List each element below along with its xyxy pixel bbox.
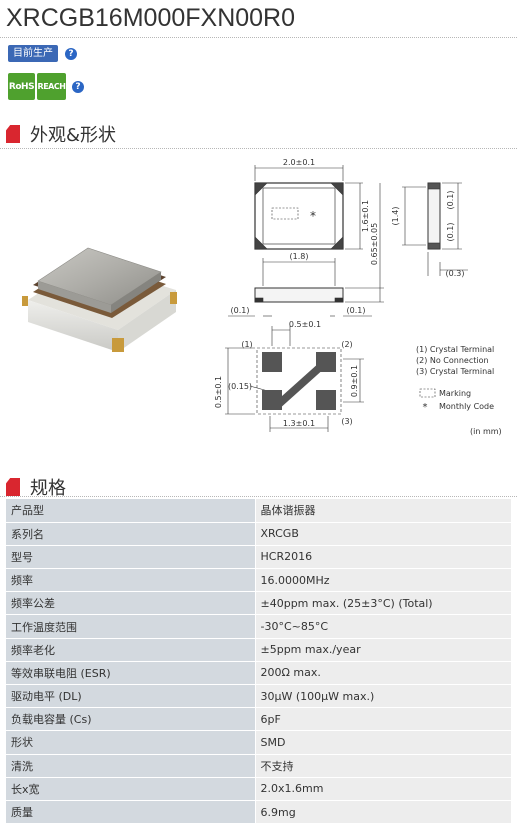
outline-drawing: 2.0±0.1 1.6±0.1 (1.4) (0.1) (0.1) (0.3) …: [22, 158, 502, 436]
land-pads: [262, 352, 336, 410]
table-row: 驱动电平 (DL)30µW (100µW max.): [6, 684, 511, 709]
spec-value: HCR2016: [254, 545, 511, 570]
section-shape-title: 外观&形状: [30, 125, 117, 146]
spec-value: ±5ppm max./year: [254, 638, 511, 662]
status-row: 目前生产 ?: [8, 45, 77, 62]
spec-value: 不支持: [254, 754, 511, 778]
rohs-badge[interactable]: RoHS: [8, 73, 35, 100]
svg-text:(2): (2): [341, 340, 352, 349]
svg-text:0.5±0.1: 0.5±0.1: [214, 376, 223, 408]
spec-key: 频率公差: [6, 591, 255, 616]
svg-text:(0.1): (0.1): [347, 306, 366, 315]
spec-key: 产品型: [6, 499, 255, 523]
section-spec-header: 规格: [6, 474, 66, 500]
spec-key: 工作温度范围: [6, 614, 255, 639]
svg-text:(0.1): (0.1): [446, 223, 455, 242]
svg-text:1.3±0.1: 1.3±0.1: [283, 419, 315, 428]
status-badge[interactable]: 目前生产: [8, 45, 58, 62]
svg-text:(0.15): (0.15): [228, 382, 252, 391]
spec-key: 系列名: [6, 522, 255, 546]
page-title: XRCGB16M000FXN00R0: [6, 4, 296, 32]
section-divider: [0, 148, 517, 149]
svg-text:0.65±0.05: 0.65±0.05: [370, 223, 379, 265]
product-photo: [22, 247, 177, 352]
table-row: 工作温度范围-30°C~85°C: [6, 614, 511, 639]
svg-text:Marking: Marking: [439, 389, 471, 398]
table-row: 负载电容量 (Cs)6pF: [6, 707, 511, 732]
svg-text:1.6±0.1: 1.6±0.1: [361, 200, 370, 232]
svg-text:0.9±0.1: 0.9±0.1: [350, 365, 359, 397]
section-shape-header: 外观&形状: [6, 121, 116, 147]
svg-text:*: *: [310, 209, 316, 223]
title-divider: [0, 37, 517, 38]
spec-value: 16.0000MHz: [254, 568, 511, 593]
section-divider: [0, 496, 517, 497]
spec-key: 形状: [6, 730, 255, 755]
spec-value: 6.9mg: [254, 800, 511, 825]
spec-key: 频率老化: [6, 638, 255, 662]
spec-key: 清洗: [6, 754, 255, 778]
spec-value: 晶体谐振器: [254, 499, 511, 523]
svg-text:*: *: [423, 402, 428, 413]
table-row: 频率公差±40ppm max. (25±3°C) (Total): [6, 591, 511, 616]
svg-text:(1) Crystal Terminal: (1) Crystal Terminal: [416, 345, 494, 354]
section-spec-title: 规格: [30, 478, 66, 499]
svg-text:(1): (1): [241, 340, 252, 349]
spec-value: 2.0x1.6mm: [254, 777, 511, 801]
svg-text:(3): (3): [341, 417, 352, 426]
spec-value: ±40ppm max. (25±3°C) (Total): [254, 591, 511, 616]
svg-text:(0.1): (0.1): [231, 306, 250, 315]
svg-text:0.5±0.1: 0.5±0.1: [289, 320, 321, 329]
spec-key: 质量: [6, 800, 255, 825]
table-row: 等效串联电阻 (ESR)200Ω max.: [6, 661, 511, 686]
spec-key: 负载电容量 (Cs): [6, 707, 255, 732]
svg-text:(1.8): (1.8): [290, 252, 309, 261]
cert-row: RoHS REACH ?: [8, 73, 84, 100]
spec-value: -30°C~85°C: [254, 614, 511, 639]
spec-value: 30µW (100µW max.): [254, 684, 511, 709]
reach-badge[interactable]: REACH: [37, 73, 66, 100]
svg-text:2.0±0.1: 2.0±0.1: [283, 158, 315, 167]
help-icon[interactable]: ?: [65, 47, 77, 60]
table-row: 频率老化±5ppm max./year: [6, 638, 511, 662]
spec-key: 型号: [6, 545, 255, 570]
spec-value: 6pF: [254, 707, 511, 732]
table-row: 清洗不支持: [6, 754, 511, 778]
svg-text:(1.4): (1.4): [391, 207, 400, 226]
svg-text:(0.3): (0.3): [446, 269, 465, 278]
svg-text:(in mm): (in mm): [470, 427, 502, 436]
spec-value: 200Ω max.: [254, 661, 511, 686]
drawing-labels: 2.0±0.1 1.6±0.1 (1.4) (0.1) (0.1) (0.3) …: [214, 158, 502, 436]
section-marker-icon: [6, 125, 20, 143]
spec-value: XRCGB: [254, 522, 511, 546]
svg-text:(0.1): (0.1): [446, 191, 455, 210]
svg-text:(2) No Connection: (2) No Connection: [416, 356, 489, 365]
svg-text:Monthly Code: Monthly Code: [439, 402, 494, 411]
help-icon[interactable]: ?: [72, 80, 84, 93]
spec-key: 频率: [6, 568, 255, 593]
spec-value: SMD: [254, 730, 511, 755]
svg-text:(3) Crystal Terminal: (3) Crystal Terminal: [416, 367, 494, 376]
spec-key: 等效串联电阻 (ESR): [6, 661, 255, 686]
spec-key: 长x宽: [6, 777, 255, 801]
section-marker-icon: [6, 478, 20, 496]
table-row: 产品型晶体谐振器: [6, 499, 511, 523]
spec-key: 驱动电平 (DL): [6, 684, 255, 709]
